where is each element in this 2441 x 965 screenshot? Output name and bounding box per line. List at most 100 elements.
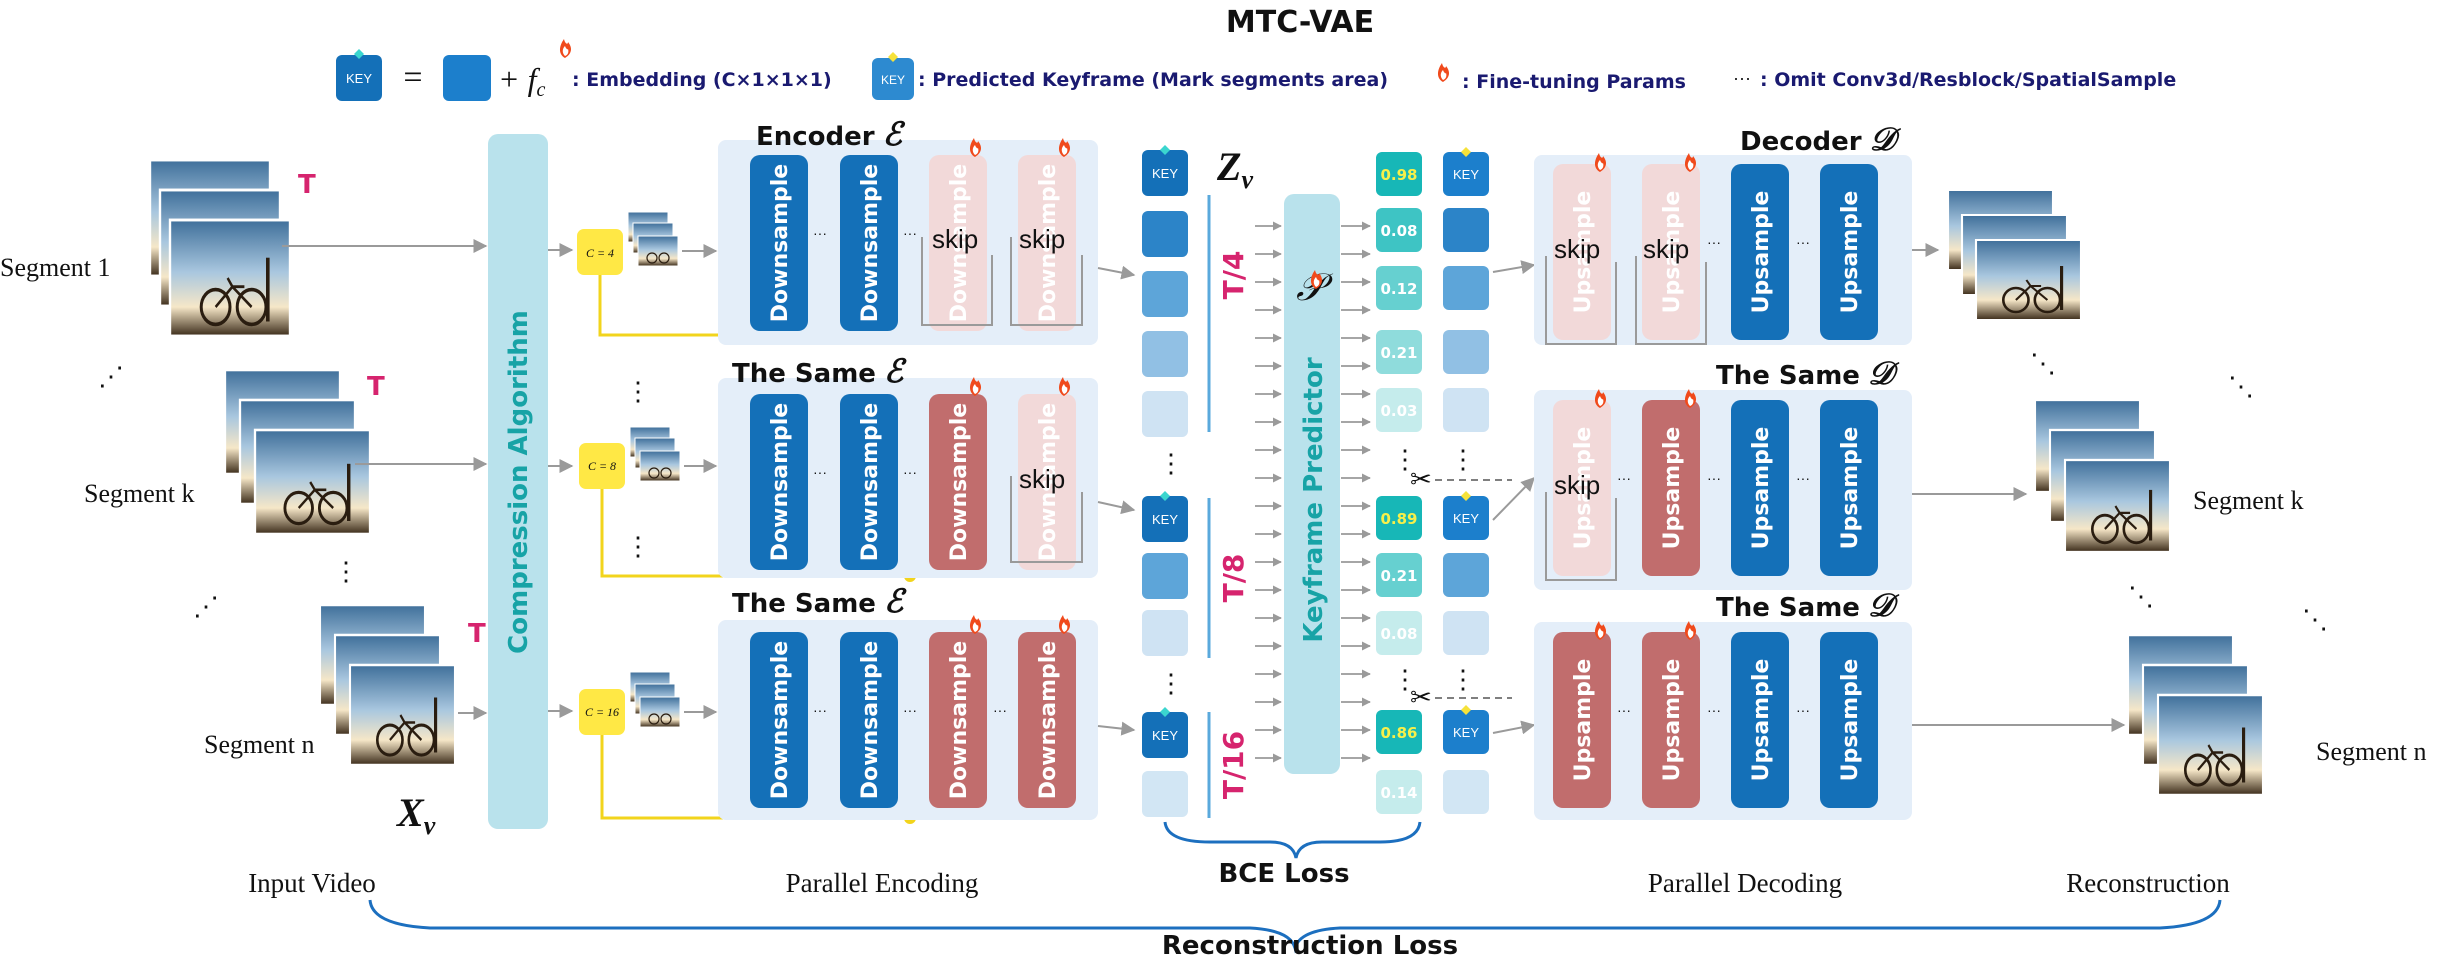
- downsample-label: Downsample: [768, 403, 793, 561]
- score-value: 0.12: [1380, 280, 1417, 298]
- upsample-label: Upsample: [1571, 427, 1596, 550]
- legend-plus-fc: + fc: [498, 61, 545, 101]
- upsample-label: Upsample: [1660, 427, 1685, 550]
- bce-brace: [1163, 821, 1422, 859]
- input-video: T Segment 1 ⋰ T Segment k ⋰ ⋮ T Segment …: [0, 158, 486, 898]
- ellipsis: ⋱: [2030, 349, 2056, 378]
- input-t-label-n: T: [468, 619, 486, 649]
- input-segment-n-frames: [318, 603, 457, 767]
- ellipsis: ···: [1617, 470, 1631, 486]
- encoder-caption: Parallel Encoding: [786, 868, 979, 898]
- latent-zv: KEY ⋮ KEY ⋮ KEY Zv T/4 T/8 T/16: [1142, 144, 1253, 818]
- legend-key-label: KEY: [346, 71, 372, 86]
- upsample-label: Upsample: [1749, 427, 1774, 550]
- scissors-icon: ✂: [1410, 682, 1432, 712]
- output-segment-n-frames: [2126, 633, 2265, 797]
- score-value: 0.86: [1380, 724, 1417, 742]
- input-ellipsis-1: ⋰: [98, 362, 124, 391]
- output-segment-n-label: Segment n: [2316, 737, 2427, 766]
- downsample-label: Downsample: [858, 164, 883, 322]
- ellipsis: ···: [1707, 234, 1721, 250]
- ellipsis: ···: [1796, 234, 1810, 250]
- input-t-label-k: T: [367, 372, 385, 402]
- ratio-label-c16: C = 16: [585, 705, 619, 719]
- arrow: [1097, 721, 1136, 736]
- keyframe-scores: 0.98 0.08 0.12 0.21 0.03 ⋮ 0.89 0.21 0.0…: [1376, 152, 1422, 814]
- input-segment-k-frames: [223, 368, 372, 536]
- segment-cuts: ✂ ✂: [1410, 464, 1512, 712]
- upsample-label: Upsample: [1749, 659, 1774, 782]
- legend-omit-dots: ···: [1733, 68, 1751, 88]
- output-segment-1-frames: [1946, 188, 2083, 322]
- latent-zv-label: Zv: [1216, 144, 1253, 194]
- latent-key-label: KEY: [1152, 166, 1178, 181]
- downsample-label: Downsample: [947, 641, 972, 799]
- legend-key-block: [336, 55, 382, 101]
- downsample-label: Downsample: [858, 641, 883, 799]
- legend-predicted-key-label: KEY: [881, 73, 905, 87]
- ellipsis: ⋮: [1392, 445, 1418, 474]
- ellipsis: ⋮: [1450, 665, 1476, 694]
- arrow: [1097, 500, 1136, 515]
- predicted-key-label: KEY: [1453, 511, 1479, 526]
- legend-embed-block: [443, 55, 491, 101]
- score-value: 0.08: [1380, 222, 1417, 240]
- input-segment-1-frames: [148, 158, 292, 338]
- skip-label: skip: [1019, 224, 1065, 254]
- input-segment-k-label: Segment k: [84, 479, 195, 508]
- score-value: 0.98: [1380, 166, 1417, 184]
- input-t-label-1: T: [298, 170, 316, 200]
- downsample-label: Downsample: [1036, 164, 1061, 322]
- legend-omit-text: : Omit Conv3d/Resblock/SpatialSample: [1760, 69, 2176, 91]
- downsample-label: Downsample: [1036, 403, 1061, 561]
- latent-key-label: KEY: [1152, 728, 1178, 743]
- score-value: 0.08: [1380, 625, 1417, 643]
- ellipsis: ···: [1796, 470, 1810, 486]
- upsample-label: Upsample: [1571, 191, 1596, 314]
- ellipsis: ⋱: [2302, 605, 2328, 634]
- legend-finetune-text: : Fine-tuning Params: [1462, 71, 1686, 93]
- ratio-label-c4: C = 4: [586, 246, 614, 260]
- keyframe-predictor-panel: [1284, 194, 1340, 774]
- ellipsis: ⋮: [625, 377, 651, 406]
- skip-label: skip: [1554, 234, 1600, 264]
- upsample-label: Upsample: [1660, 191, 1685, 314]
- skip-label: skip: [1554, 470, 1600, 500]
- score-value: 0.21: [1380, 567, 1417, 585]
- reconstruction-loss-brace: [368, 899, 2222, 954]
- legend: KEY = + fc : Embedding (C×1×1×1) KEY : P…: [336, 39, 2176, 101]
- ellipsis: ···: [1707, 702, 1721, 718]
- input-ellipsis-3: ⋮: [333, 557, 359, 586]
- legend-predicted-text: : Predicted Keyframe (Mark segments area…: [918, 69, 1388, 91]
- upsample-label: Upsample: [1838, 659, 1863, 782]
- arrow: [1492, 720, 1536, 735]
- compression-algorithm-panel: [488, 134, 548, 829]
- ellipsis: ⋮: [625, 532, 651, 561]
- output-segment-k-label: Segment k: [2193, 486, 2304, 515]
- keyframe-predictor-label: Keyframe Predictor: [1299, 357, 1329, 642]
- ellipsis: ⋮: [1450, 445, 1476, 474]
- downsample-label: Downsample: [768, 641, 793, 799]
- arrow: [1492, 260, 1536, 275]
- fire-icon: [560, 39, 572, 58]
- latent-t16-label: T/16: [1217, 731, 1250, 799]
- diagram-title: MTC-VAE: [1226, 5, 1374, 40]
- scissors-icon: ✂: [1410, 464, 1432, 494]
- predicted-keyframes: KEY ⋮ KEY ⋮ KEY: [1443, 147, 1489, 814]
- ellipsis: ···: [813, 702, 827, 718]
- input-ellipsis-2: ⋰: [193, 592, 219, 621]
- ellipsis: ···: [903, 464, 917, 480]
- reconstruction-loss-label: Reconstruction Loss: [1162, 931, 1458, 961]
- compression-ratio-blocks: C = 4 ⋮ C = 8 ⋮ C = 16: [577, 211, 718, 735]
- skip-label: skip: [932, 224, 978, 254]
- ellipsis: ⋮: [1158, 669, 1184, 698]
